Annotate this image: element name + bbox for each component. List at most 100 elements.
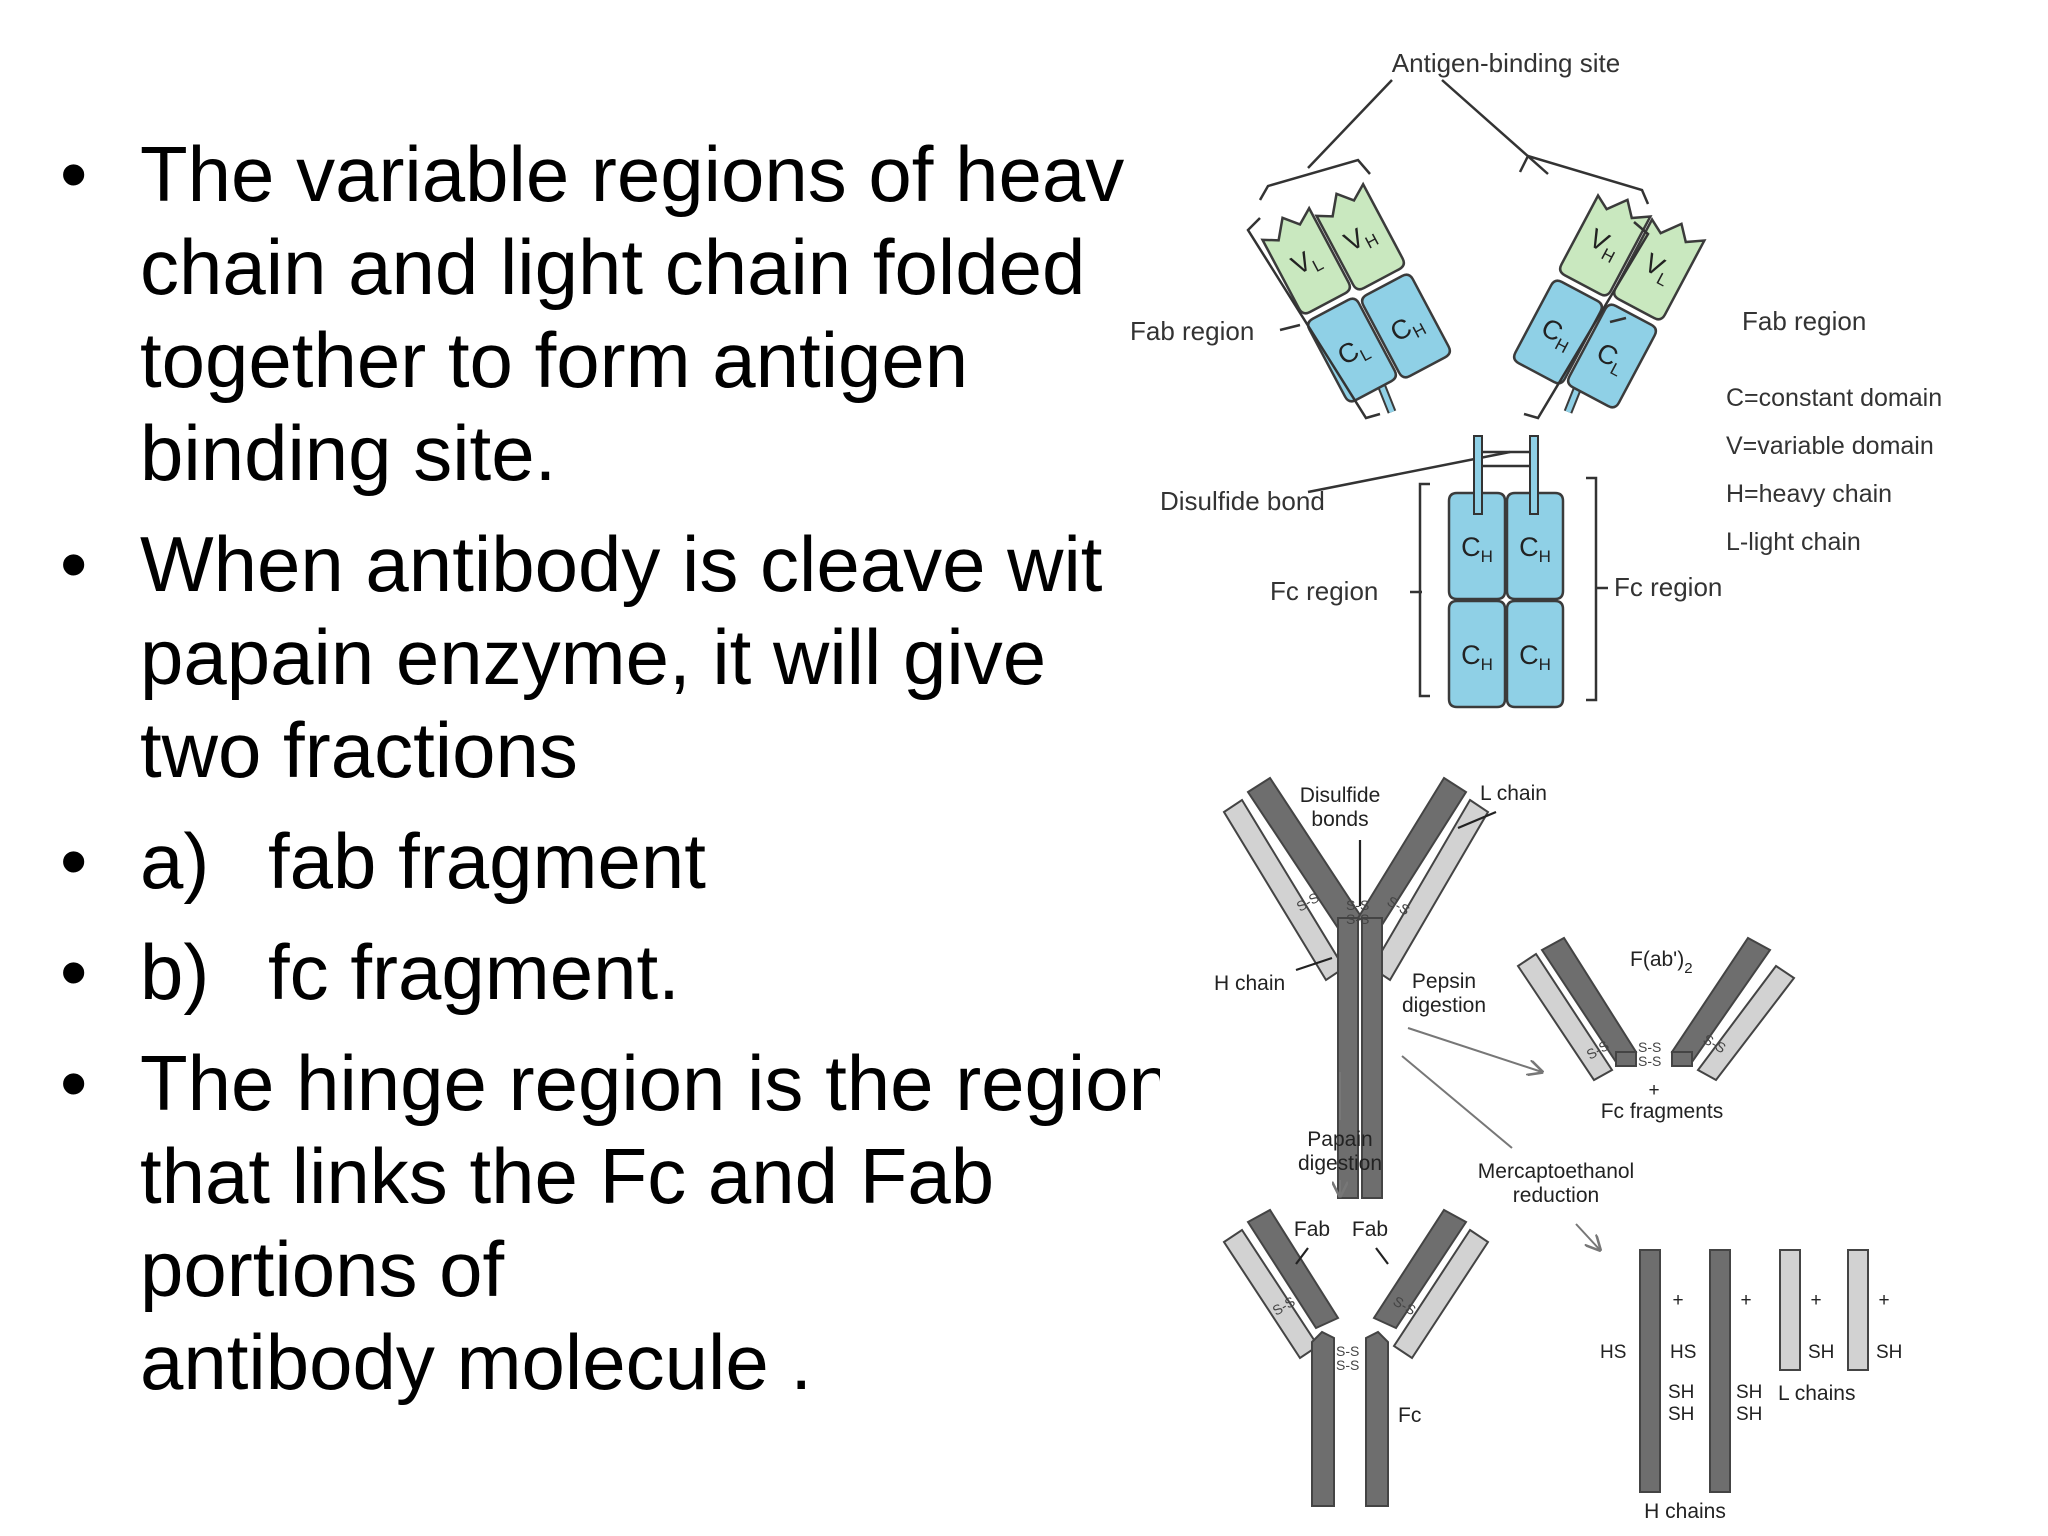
hs-label: HS xyxy=(1670,1342,1696,1363)
bullet-prefix: b) xyxy=(140,928,210,1016)
bullet-text-line: b) fc fragment. xyxy=(140,926,1160,1019)
antigen-binding-site-label: Antigen-binding site xyxy=(1392,48,1620,78)
papain-digestion-label: Papain xyxy=(1307,1128,1372,1151)
l-chains-label: L chains xyxy=(1778,1382,1855,1405)
bullet-text-line: The variable regions of heav xyxy=(140,130,1125,218)
bullet-text-line: binding site. xyxy=(140,409,557,497)
l-chain-label: L chain xyxy=(1480,782,1547,805)
reduction-labels: + + + + HS HS SH SH SH SH SH SH xyxy=(1600,1290,1902,1425)
bullet-text-line: that links the Fc and Fab xyxy=(140,1132,995,1220)
domain-label: CH xyxy=(1519,532,1551,566)
domain-label: CH xyxy=(1461,532,1493,566)
fab-region-right-label: Fab region xyxy=(1742,306,1866,336)
ss-label: S-S xyxy=(1346,911,1369,927)
domain-label: CH xyxy=(1461,640,1493,674)
antibody-digestion-diagram: S-S S-S S-S S-S Disulfide bonds L chain … xyxy=(1214,776,1902,1523)
ss-label: S-S xyxy=(1336,1343,1359,1359)
variable-heavy-domain: VH xyxy=(1314,181,1406,291)
fc-fragments-label: Fc fragments xyxy=(1601,1100,1724,1123)
bullet-papain-cleavage: • When antibody is cleave wit papain enz… xyxy=(60,518,1160,797)
constant-heavy-domain: CH xyxy=(1505,599,1565,709)
bullet-dot: • xyxy=(60,1039,88,1127)
legend: C=constant domain V=variable domain H=he… xyxy=(1726,384,1942,556)
bullet-text: fc fragment. xyxy=(268,928,680,1016)
constant-heavy-domain: CH xyxy=(1505,491,1565,601)
bullet-text-line: two fractions xyxy=(140,706,578,794)
legend-item: H=heavy chain xyxy=(1726,480,1892,508)
constant-light-domain: CL xyxy=(1566,303,1658,409)
plus-sign: + xyxy=(1810,1290,1821,1311)
constant-heavy-domain: CH xyxy=(1447,599,1507,709)
bullet-dot: • xyxy=(60,130,88,218)
plus-sign: + xyxy=(1672,1290,1683,1311)
bullet-text-line: together to form antigen xyxy=(140,316,969,404)
plus-sign: + xyxy=(1740,1290,1751,1311)
legend-item: L-light chain xyxy=(1726,528,1861,556)
bullet-dot: • xyxy=(60,817,88,905)
variable-light-domain: VL xyxy=(1260,205,1352,315)
constant-heavy-domain: CH xyxy=(1360,273,1452,379)
constant-light-domain: CL xyxy=(1306,297,1398,403)
reduced-chains xyxy=(1639,1249,1869,1493)
fab2-fragment xyxy=(1516,936,1796,1082)
fc-region-left-label: Fc region xyxy=(1270,576,1378,606)
variable-heavy-domain: VH xyxy=(1558,193,1653,297)
pepsin-digestion-label: Pepsin xyxy=(1412,970,1476,993)
fab-region-left-label: Fab region xyxy=(1130,316,1254,346)
bullet-text-line: a) fab fragment xyxy=(140,815,1160,908)
bullet-text-line: chain and light chain folded xyxy=(140,223,1086,311)
disulfide-bonds-label: Disulfide xyxy=(1300,784,1381,807)
bullet-fc-fragment: • b) fc fragment. xyxy=(60,926,1160,1019)
ss-label: S-S xyxy=(1346,897,1369,913)
h-chains-label: H chains xyxy=(1644,1500,1726,1523)
bullet-text-line: portions of xyxy=(140,1225,505,1313)
mercaptoethanol-reduction-label: Mercaptoethanol xyxy=(1478,1160,1634,1183)
fab2-label: F(ab')2 xyxy=(1630,948,1693,977)
sh-label: SH xyxy=(1668,1382,1694,1403)
fc-region-right-label: Fc region xyxy=(1614,572,1722,602)
sh-label: SH xyxy=(1736,1382,1762,1403)
constant-heavy-domain: CH xyxy=(1447,491,1507,601)
sh-label: SH xyxy=(1808,1342,1834,1363)
bullet-fab-fragment: • a) fab fragment xyxy=(60,815,1160,908)
fc-label: Fc xyxy=(1398,1404,1421,1427)
h-chain-label: H chain xyxy=(1214,972,1285,995)
bullet-variable-regions: • The variable regions of heav chain and… xyxy=(60,128,1160,500)
bullet-dot: • xyxy=(60,520,88,608)
fab2-label-main: F(ab') xyxy=(1630,948,1684,971)
fab-label-left: Fab xyxy=(1294,1218,1330,1241)
sh-label: SH xyxy=(1876,1342,1902,1363)
bracket-lines xyxy=(1246,79,1650,702)
bullet-hinge-region: • The hinge region is the region that li… xyxy=(60,1037,1160,1409)
intact-antibody xyxy=(1222,776,1490,1199)
papain-digestion-label: digestion xyxy=(1298,1152,1382,1175)
bullet-prefix: a) xyxy=(140,817,210,905)
mercaptoethanol-reduction-label: reduction xyxy=(1513,1184,1599,1207)
bullet-text-line: papain enzyme, it will give xyxy=(140,613,1047,701)
fab-label-right: Fab xyxy=(1352,1218,1388,1241)
disulfide-bonds-label: bonds xyxy=(1311,808,1368,831)
ss-label: S-S xyxy=(1638,1053,1661,1069)
bullet-text-line: The hinge region is the region xyxy=(140,1039,1160,1127)
hs-label: HS xyxy=(1600,1342,1626,1363)
bullet-text-line: When antibody is cleave wit xyxy=(140,520,1103,608)
pepsin-digestion-label: digestion xyxy=(1402,994,1486,1017)
bullet-text-line: antibody molecule . xyxy=(140,1318,813,1406)
bullet-dot: • xyxy=(60,928,88,1016)
legend-item: V=variable domain xyxy=(1726,432,1934,460)
papain-products xyxy=(1222,1208,1490,1507)
pointer-lines xyxy=(1295,810,1497,972)
bullet-text: fab fragment xyxy=(268,817,706,905)
sh-label: SH xyxy=(1736,1404,1762,1425)
disulfide-bond-label: Disulfide bond xyxy=(1160,486,1325,516)
legend-item: C=constant domain xyxy=(1726,384,1942,412)
bullet-list: • The variable regions of heav chain and… xyxy=(60,128,1160,1428)
fab-pointer-lines xyxy=(1295,1247,1389,1265)
ss-label: S-S xyxy=(1638,1039,1661,1055)
hinge-disulfide xyxy=(1473,435,1539,515)
arrows xyxy=(1340,1027,1600,1250)
plus-sign: + xyxy=(1878,1290,1889,1311)
